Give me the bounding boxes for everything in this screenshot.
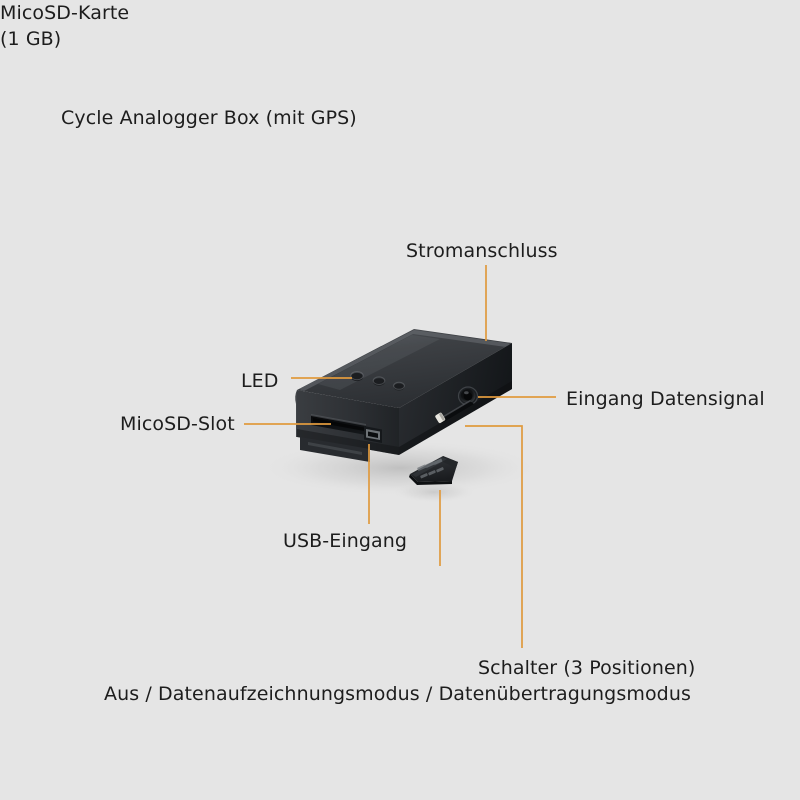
enclosure-base-shelf [300,437,370,462]
jack-hole-highlight [464,391,469,395]
microsd-card-sheen [412,457,447,477]
microsd-slot [311,414,366,435]
led-hole-2-rim [372,376,386,386]
microsd-slot-lip [311,414,366,426]
card-shadow [392,481,476,503]
enclosure-base-lip [399,381,512,455]
base-shelf-groove [308,442,362,455]
switch-actuator-shade [439,413,445,421]
microsd-card-edge [409,474,452,485]
leader-switch [465,425,523,648]
enclosure-near-lip [297,429,399,455]
switch-cutout [438,401,474,423]
led-indicators [350,371,405,391]
enclosure-right-face [399,343,512,455]
enclosure-body [295,329,512,455]
switch-cutout-rim [438,400,471,421]
usb-port-cavity [368,431,378,438]
enclosure-corner-soften [295,390,297,437]
led-hole-3-rim [393,381,405,390]
enclosure-top-face [297,329,512,408]
microsd-card-contacts [417,458,444,479]
switch-actuator[interactable] [435,412,446,424]
microsd-card-notch [441,456,458,468]
microsd-slot-inner-shadow [313,418,364,431]
jack-hole-core [463,392,473,401]
microsd-card[interactable] [409,456,458,485]
mode-switch[interactable] [435,400,474,424]
enclosure-top-sheen [318,335,440,390]
led-hole-1-rim [350,371,364,381]
usb-port [364,426,382,443]
leader-lines [244,265,556,648]
